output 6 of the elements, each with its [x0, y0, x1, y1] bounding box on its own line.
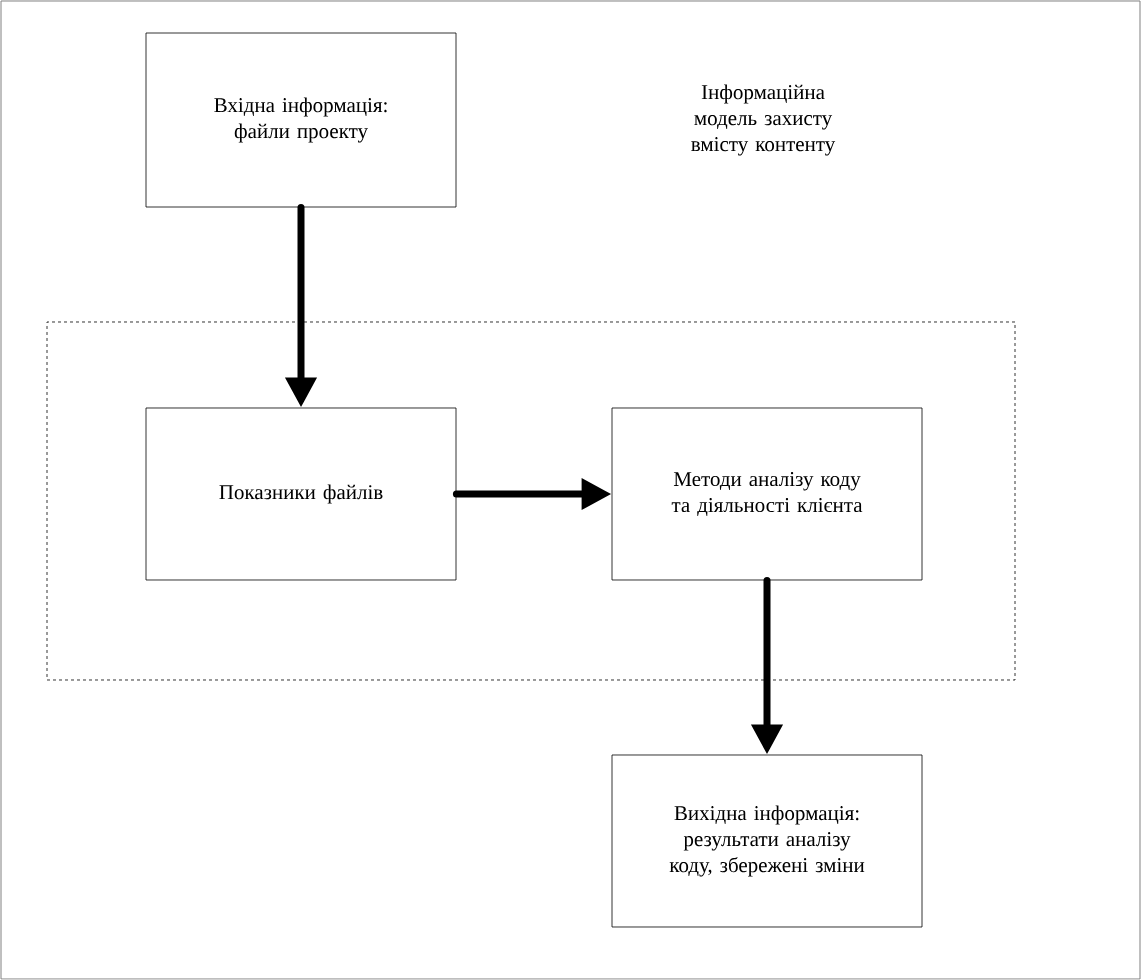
process-box: Вхідна інформація: файли проекту — [145, 32, 457, 208]
title: Інформаційна модель захисту вмісту контенту — [691, 84, 836, 156]
process-box: Показники файлів — [145, 407, 457, 581]
dashed-frame — [46, 321, 1016, 681]
process-box: Вихідна інформація: результати аналізу коду, збережені зміни — [611, 754, 923, 928]
process-box: Методи аналізу коду та діяльності клієнта — [611, 407, 923, 581]
